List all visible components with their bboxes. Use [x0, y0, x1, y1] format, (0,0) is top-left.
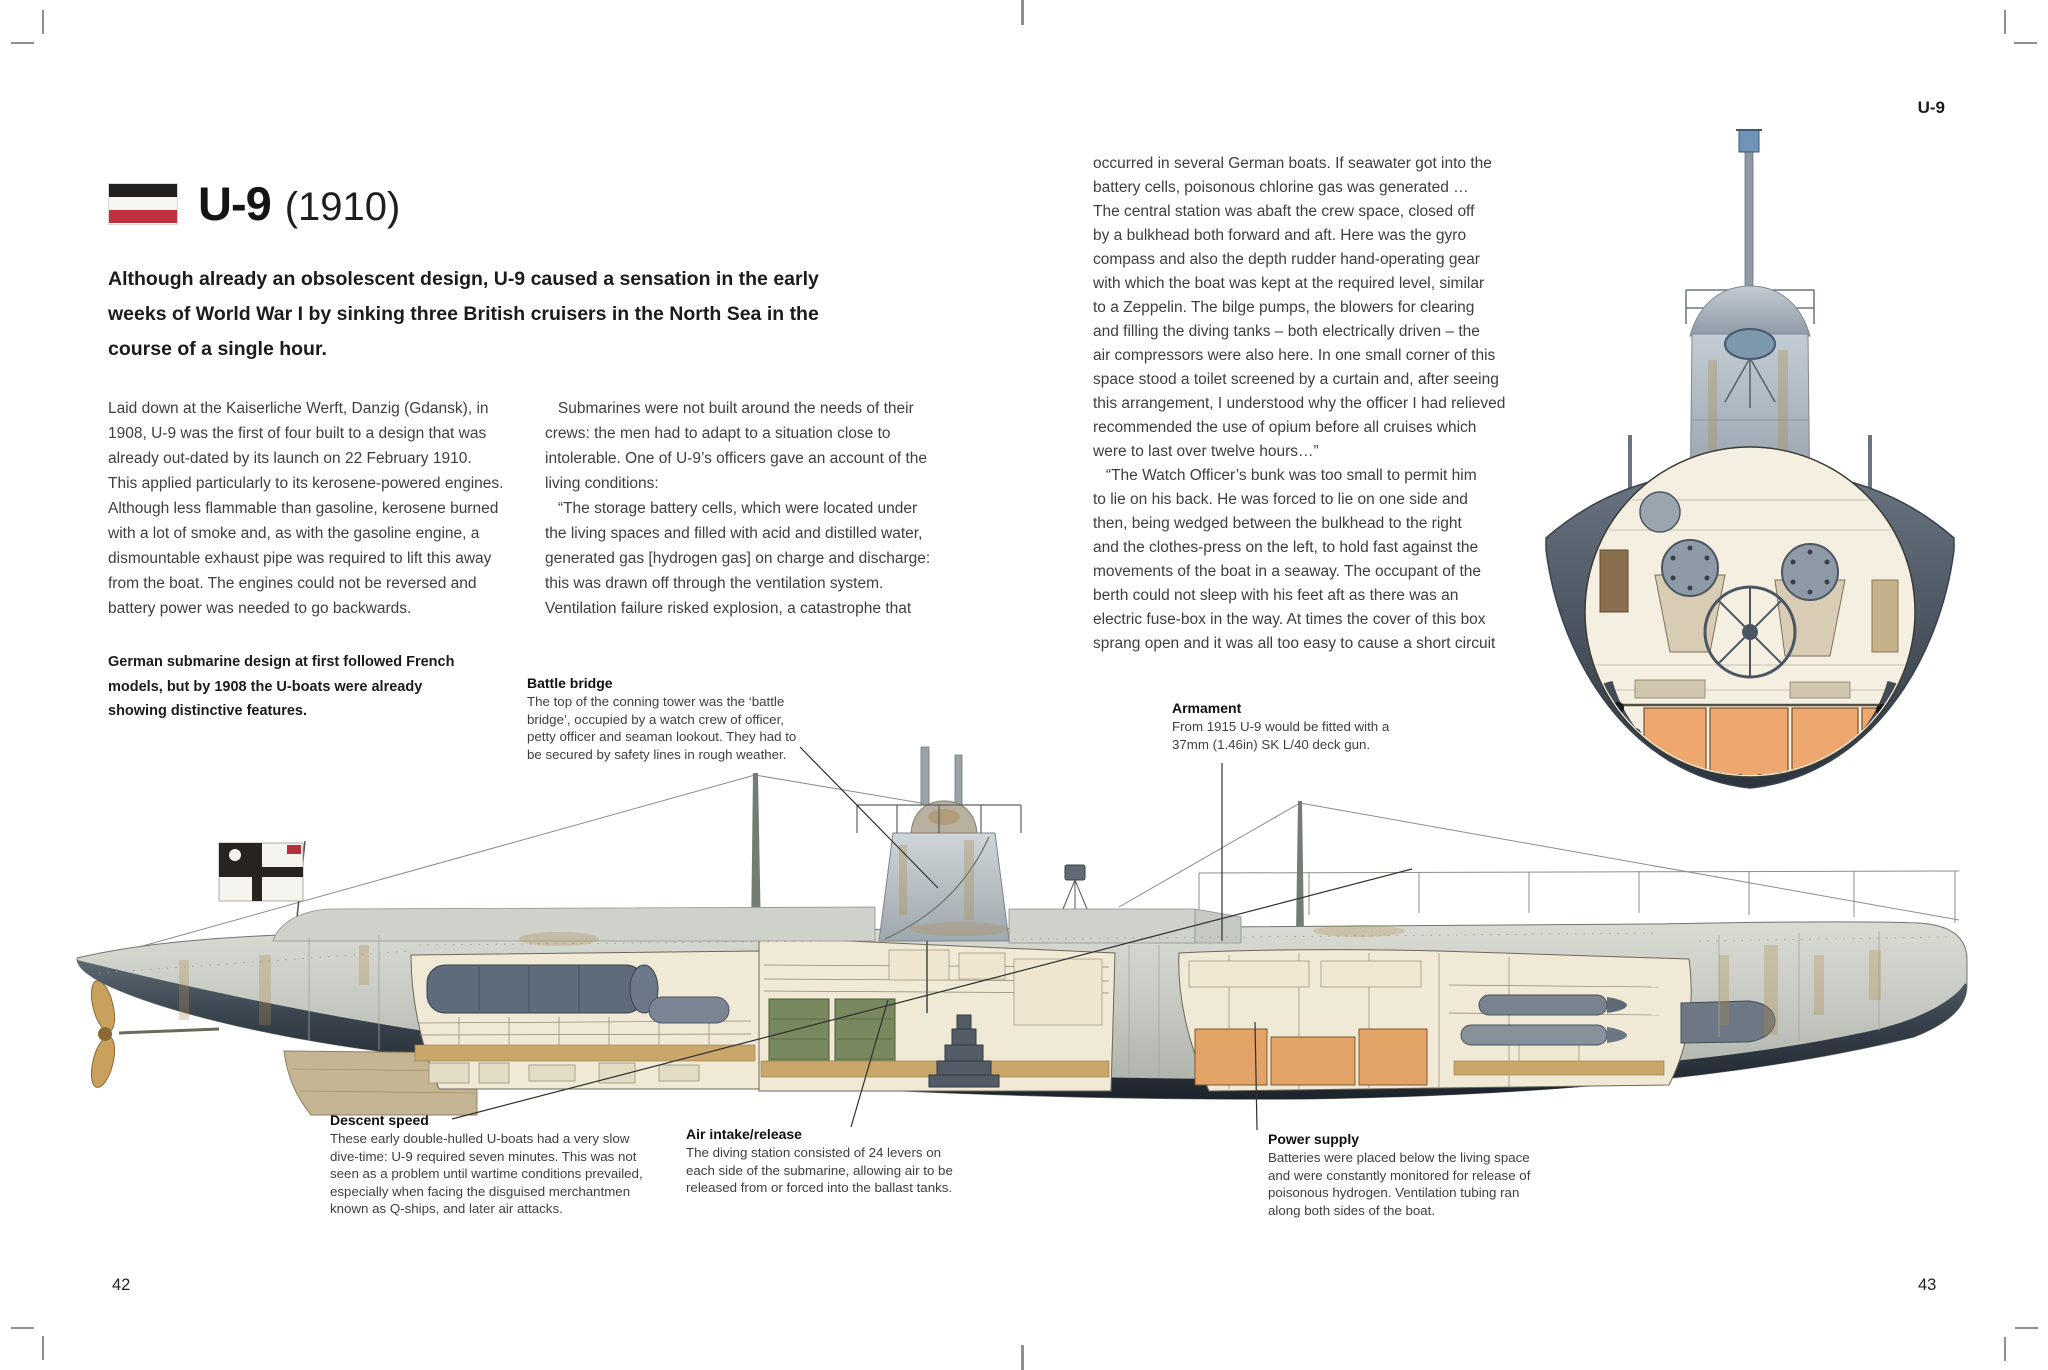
leader-battle-bridge	[799, 746, 939, 889]
page-title-year: (1910)	[284, 185, 401, 229]
flag-stripe-black	[109, 183, 177, 197]
rigging-lines	[138, 774, 1960, 948]
deck-post	[1628, 435, 1632, 513]
callout-title: Battle bridge	[527, 675, 613, 691]
crop-mark	[2004, 10, 2006, 34]
callout-title: Descent speed	[330, 1112, 429, 1128]
flag-stripe-red	[109, 210, 177, 224]
callout-body: The diving station consisted of 24 lever…	[686, 1145, 953, 1195]
callout-body: These early double-hulled U-boats had a …	[330, 1131, 643, 1216]
battery-cells-orange	[1194, 1028, 1428, 1086]
page-number-left: 42	[112, 1276, 131, 1294]
crop-mark	[42, 1336, 44, 1360]
leader-air-intake	[850, 999, 889, 1128]
crop-mark	[2004, 1337, 2006, 1361]
german-empire-flag-icon	[108, 182, 178, 225]
searchlight	[1062, 864, 1088, 910]
callout-title: Armament	[1172, 700, 1242, 716]
article-column-1: Laid down at the Kaiserliche Werft, Danz…	[108, 400, 504, 617]
article-column-3: occurred in several German boats. If sea…	[1093, 155, 1506, 652]
naval-ensign-flag	[218, 840, 306, 938]
submarine-side-view-illustration	[59, 745, 1989, 1125]
bridge-railing	[856, 804, 1022, 833]
deck-post	[1868, 435, 1872, 513]
standfirst: Although already an obsolescent design, …	[108, 268, 819, 360]
crop-mark	[2015, 1327, 2038, 1329]
page-title: U-9	[198, 177, 272, 230]
running-head: U-9	[1917, 98, 1945, 117]
callout-air-intake: Air intake/release The diving station co…	[686, 1126, 1006, 1197]
callout-power-supply: Power supply Batteries were placed below…	[1268, 1131, 1588, 1219]
fore-deck-casing	[1008, 908, 1196, 944]
callout-title: Air intake/release	[686, 1126, 802, 1142]
aft-mast	[751, 773, 761, 937]
cutaway-bow-torpedo-room	[1178, 949, 1692, 1092]
rust-streaks	[179, 922, 1881, 1035]
submarine-cross-section-illustration	[1540, 120, 1960, 860]
crop-mark	[2014, 42, 2037, 44]
callout-battle-bridge: Battle bridge The top of the conning tow…	[527, 675, 817, 763]
crop-mark	[11, 42, 34, 44]
leader-descent-speed	[451, 868, 1413, 1120]
propeller	[90, 980, 220, 1088]
bow-torpedo-tube-bulge	[1680, 1000, 1776, 1044]
torpedoes	[1460, 994, 1627, 1046]
intro-caption: German submarine design at first followe…	[108, 654, 455, 719]
callout-body: Batteries were placed below the living s…	[1268, 1150, 1531, 1218]
tower-dome	[1689, 285, 1811, 337]
title-block: U-9 (1910)	[108, 176, 400, 231]
gutter-mark	[1021, 0, 1024, 25]
callout-body: The top of the conning tower was the ‘ba…	[527, 694, 797, 762]
callout-descent-speed: Descent speed These early double-hulled …	[330, 1112, 670, 1218]
gutter-mark	[1021, 1345, 1024, 1370]
conning-tower	[856, 746, 1022, 942]
callout-body: From 1915 U-9 would be fitted with a 37m…	[1172, 719, 1390, 752]
aft-deck-casing	[272, 906, 876, 942]
cutaway-stern-machinery	[410, 950, 760, 1090]
article-column-2: Submarines were not built around the nee…	[545, 400, 931, 617]
callout-armament: Armament From 1915 U-9 would be fitted w…	[1172, 700, 1472, 753]
rivet-rows	[98, 932, 1950, 974]
flag-stripe-white	[109, 196, 177, 211]
crop-mark	[42, 10, 44, 34]
plating-seams	[308, 931, 1880, 1077]
page-number-right: 43	[1918, 1276, 1937, 1294]
callout-title: Power supply	[1268, 1131, 1360, 1147]
fore-mast	[1296, 801, 1304, 935]
crop-mark	[11, 1327, 34, 1329]
ventilation-cone	[928, 1014, 1000, 1088]
leader-power-supply	[1254, 1021, 1258, 1131]
